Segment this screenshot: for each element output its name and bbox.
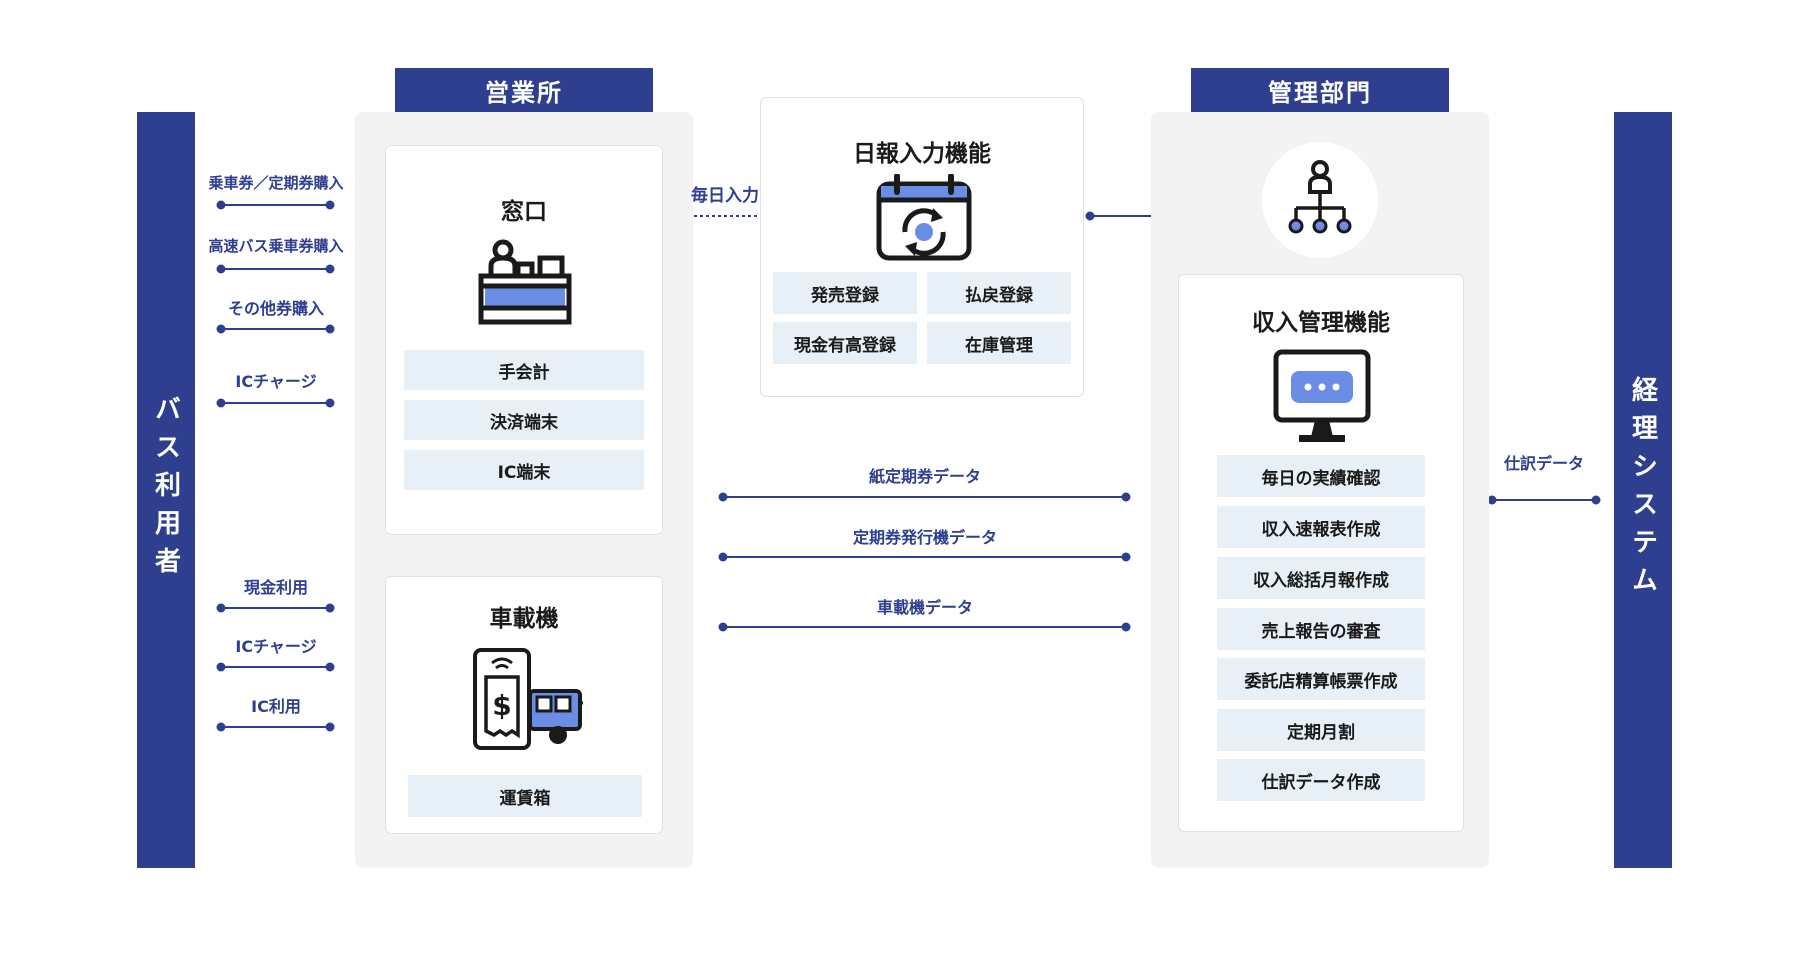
calendar-refresh-icon [876, 174, 972, 261]
shunyu-item: 定期月割 [1217, 709, 1425, 751]
accounting-system-label: 経理システム [1627, 376, 1658, 604]
shunyu-card: 収入管理機能 毎日の実績確認 収入速報表作成 収入総括月報作成 売上報告の審査 … [1178, 274, 1464, 832]
daily-input-label: 毎日入力 [691, 186, 759, 206]
flow-line-cash [216, 603, 335, 613]
data-flow-label: 車載機データ [876, 598, 973, 617]
madoguchi-title: 窓口 [501, 199, 547, 225]
nippo-item: 発売登録 [773, 272, 917, 314]
shunyu-item: 仕訳データ作成 [1217, 759, 1425, 801]
shasaiki-title: 車載機 [489, 606, 559, 632]
accounting-system-bar: 経理システム [1614, 112, 1672, 868]
madoguchi-item: 決済端末 [404, 400, 644, 440]
org-icon-circle [1262, 142, 1378, 258]
flow-label-other: その他券購入 [227, 299, 324, 318]
journal-data-label: 仕訳データ [1503, 454, 1584, 473]
flow-line-paper-pass [718, 492, 1131, 502]
svg-text:$: $ [492, 689, 511, 722]
kanri-tab: 管理部門 [1191, 68, 1449, 112]
shasaiki-card: 車載機 $ 運賃箱 [385, 576, 663, 834]
data-flow-label: 定期券発行機データ [852, 528, 997, 547]
fare-box-bus-icon: $ [473, 648, 583, 750]
flow-line-journal [1487, 495, 1601, 505]
madoguchi-item: 手会計 [404, 350, 644, 390]
shunyu-item: 委託店精算帳票作成 [1217, 658, 1425, 700]
flow-line-ic-use [216, 722, 335, 732]
flow-label-ic-charge-top: ICチャージ [235, 372, 317, 391]
flow-label-express: 高速バス乗車券購入 [208, 237, 344, 255]
bus-user-label: バス利用者 [150, 395, 181, 585]
flow-line-ic-charge-top [216, 398, 335, 408]
shasaiki-item: 運賃箱 [408, 775, 642, 817]
shunyu-item: 売上報告の審査 [1217, 608, 1425, 650]
nippo-item: 在庫管理 [927, 322, 1071, 364]
madoguchi-item: IC端末 [404, 450, 644, 490]
shunyu-item: 収入総括月報作成 [1217, 557, 1425, 599]
counter-icon [478, 239, 572, 325]
shunyu-item: 毎日の実績確認 [1217, 455, 1425, 497]
nippo-title: 日報入力機能 [853, 141, 991, 167]
shunyu-item: 収入速報表作成 [1217, 506, 1425, 548]
flow-label-ticket: 乗車券／定期券購入 [208, 174, 344, 192]
flow-line-express [216, 264, 335, 274]
flow-line-other [216, 324, 335, 334]
nippo-item: 払戻登録 [927, 272, 1071, 314]
flow-line-onboard [718, 622, 1131, 632]
org-chart-icon [1288, 160, 1352, 234]
nippo-card: 日報入力機能 発売登録 払戻登録 現金有高登録 在庫管理 [760, 97, 1084, 397]
flow-label-cash: 現金利用 [243, 578, 308, 597]
madoguchi-card: 窓口 手会計 決済端末 IC端末 [385, 145, 663, 535]
shunyu-title: 収入管理機能 [1252, 310, 1390, 336]
flow-line-ic-charge-bottom [216, 662, 335, 672]
flow-line-pass-machine [718, 552, 1131, 562]
flow-label-ic-use: IC利用 [251, 697, 301, 716]
eigyosho-tab: 営業所 [395, 68, 653, 112]
monitor-icon [1273, 349, 1371, 442]
flow-line-ticket [216, 200, 335, 210]
data-flow-label: 紙定期券データ [868, 467, 981, 486]
nippo-item: 現金有高登録 [773, 322, 917, 364]
bus-user-bar: バス利用者 [137, 112, 195, 868]
flow-label-ic-charge-bottom: ICチャージ [235, 637, 317, 656]
